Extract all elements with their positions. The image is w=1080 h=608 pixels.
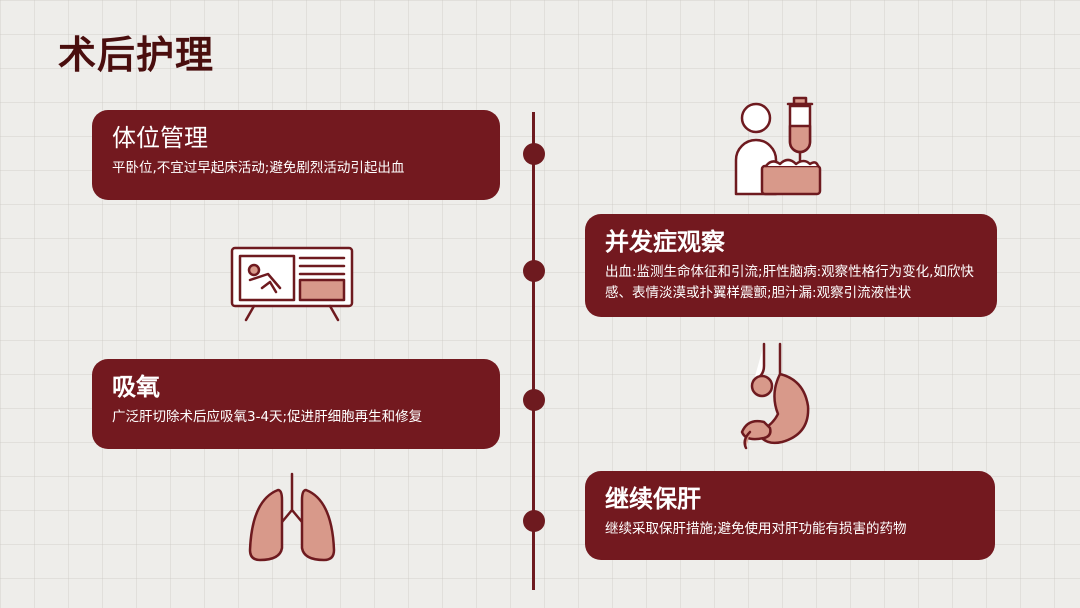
card-heading: 吸氧 — [112, 373, 160, 401]
card-description: 出血:监测生命体征和引流;肝性脑病:观察性格行为变化,如欣快感、表情淡漠或扑翼样… — [605, 264, 974, 301]
timeline-dot — [523, 510, 545, 532]
card-heading: 体位管理 — [112, 124, 208, 152]
card-heading: 并发症观察 — [605, 228, 725, 256]
card-liver-protection: 继续保肝 继续采取保肝措施;避免使用对肝功能有损害的药物 — [585, 471, 995, 560]
card-oxygen: 吸氧 广泛肝切除术后应吸氧3-4天;促进肝细胞再生和修复 — [92, 359, 500, 449]
card-description: 广泛肝切除术后应吸氧3-4天;促进肝细胞再生和修复 — [112, 409, 423, 425]
timeline-line — [532, 112, 535, 590]
card-heading: 继续保肝 — [605, 485, 701, 513]
monitor-icon — [230, 246, 354, 322]
timeline-dot — [523, 143, 545, 165]
lungs-icon — [248, 472, 336, 562]
patient-infusion-icon — [734, 96, 822, 196]
timeline-dot — [523, 389, 545, 411]
card-description: 平卧位,不宜过早起床活动;避免剧烈活动引起出血 — [112, 160, 405, 176]
timeline-dot — [523, 260, 545, 282]
card-description: 继续采取保肝措施;避免使用对肝功能有损害的药物 — [605, 521, 907, 537]
stomach-icon — [740, 342, 810, 450]
page-title: 术后护理 — [58, 33, 215, 77]
card-complication-observation: 并发症观察 出血:监测生命体征和引流;肝性脑病:观察性格行为变化,如欣快感、表情… — [585, 214, 997, 317]
card-position-management: 体位管理 平卧位,不宜过早起床活动;避免剧烈活动引起出血 — [92, 110, 500, 200]
